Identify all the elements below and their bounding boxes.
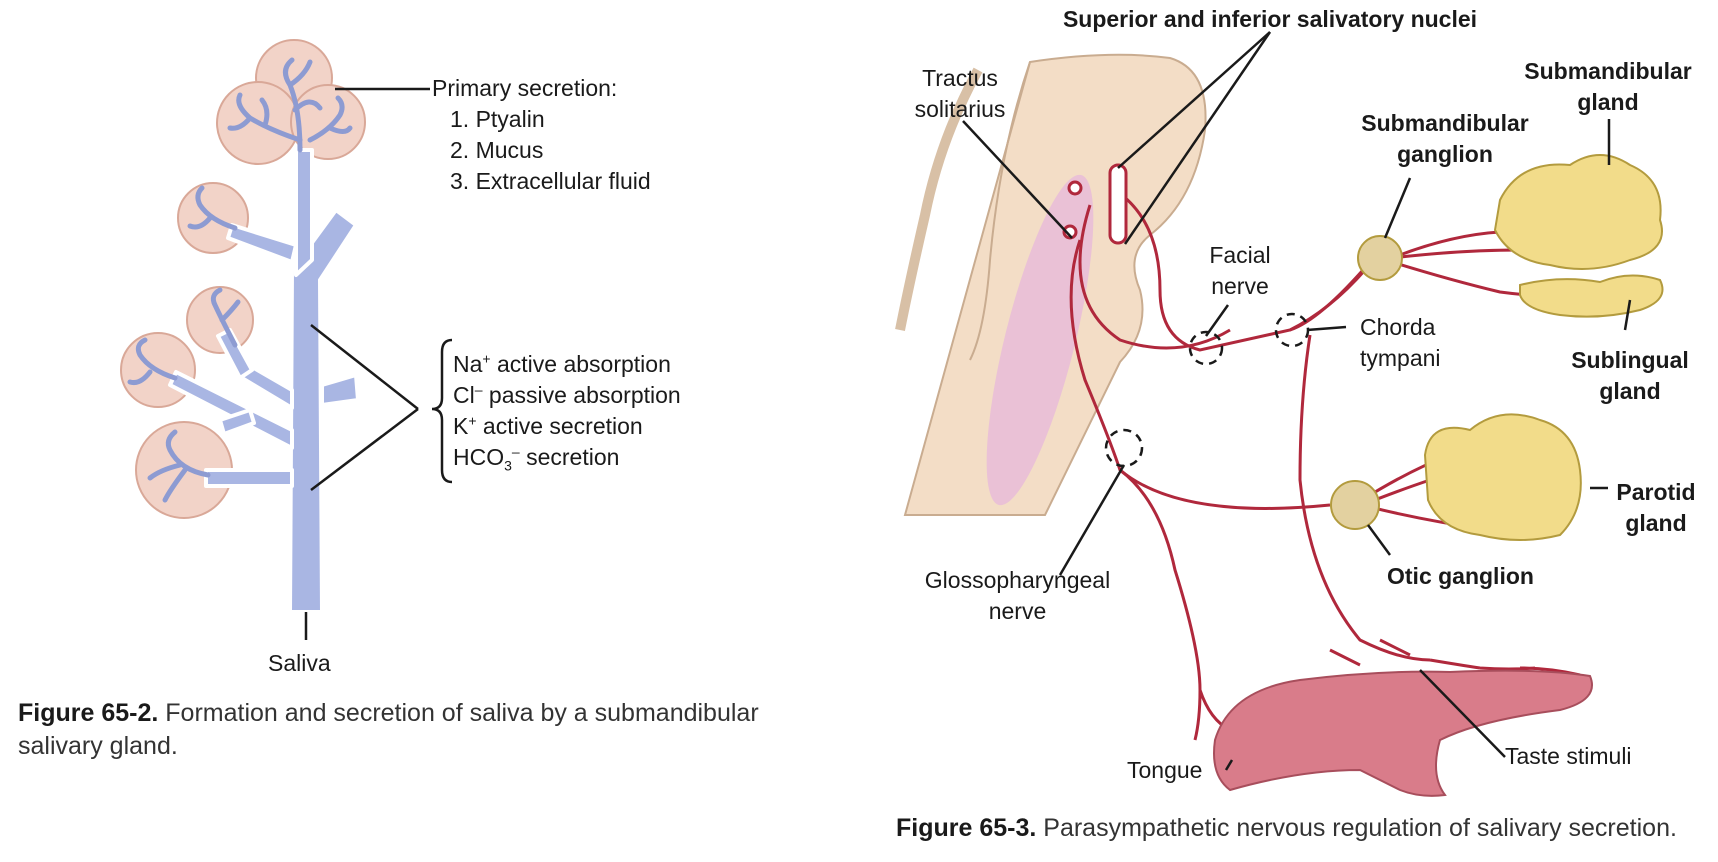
tongue — [1213, 669, 1593, 797]
ion-item-hco3: HCO3– secretion — [453, 443, 620, 474]
otic-ganglion-label: Otic ganglion — [1387, 563, 1534, 589]
primary-secretion-title: Primary secretion: — [432, 75, 618, 101]
fig3-leader-lines — [962, 31, 1632, 771]
parotid-gland — [1423, 413, 1582, 541]
submandibular-gland-label: Submandibular gland — [1524, 58, 1692, 115]
fig2-leader-lines — [304, 87, 430, 640]
ion-item-cl: Cl– passive absorption — [453, 381, 681, 408]
glands — [1423, 154, 1664, 541]
ion-item-k: K+ active secretion — [453, 412, 643, 439]
ganglia — [1330, 235, 1403, 530]
parotid-gland-label: Parotid gland — [1616, 479, 1696, 536]
ion-item-na: Na+ active absorption — [453, 350, 671, 377]
brainstem-edge — [895, 67, 983, 331]
acinar-tubules — [127, 57, 353, 503]
primary-item-3: 3. Extracellular fluid — [450, 168, 651, 194]
facial-nerve-label: Facial nerve — [1209, 242, 1271, 299]
otic-ganglion — [1330, 480, 1380, 530]
submandibular-gland — [1493, 154, 1663, 270]
figure-65-2-caption: Figure 65-2. Formation and secretion of … — [18, 697, 838, 763]
brainstem-fold — [969, 61, 1031, 361]
sublingual-gland — [1519, 274, 1664, 318]
sublingual-gland-label: Sublingual gland — [1571, 347, 1689, 404]
duct-system — [168, 148, 360, 614]
figure-65-3-caption: Figure 65-3. Parasympathetic nervous reg… — [896, 812, 1677, 845]
chorda-label: Chorda tympani — [1360, 314, 1441, 371]
taste-label: Taste stimuli — [1505, 743, 1632, 769]
primary-item-2: 2. Mucus — [450, 137, 544, 163]
nuclei-label: Superior and inferior salivatory nuclei — [1062, 6, 1478, 32]
tractus-label: Tractus solitarius — [914, 65, 1006, 122]
caption-text: Formation and secretion of saliva by a s… — [18, 699, 759, 760]
tongue-label: Tongue — [1127, 757, 1203, 783]
caption-number: Figure 65-2. — [18, 699, 159, 727]
primary-item-1: 1. Ptyalin — [450, 106, 545, 132]
glossopharyngeal-label: Glossopharyngeal nerve — [924, 567, 1111, 624]
salivatory-nucleus-region — [986, 174, 1094, 506]
caption-text: Parasympathetic nervous regulation of sa… — [1036, 814, 1677, 842]
submandibular-ganglion-label: Submandibular ganglion — [1361, 110, 1529, 167]
ion-brace — [431, 338, 453, 484]
submandibular-ganglion — [1357, 235, 1403, 281]
nucleus-neurons — [1062, 163, 1128, 245]
saliva-label: Saliva — [268, 650, 331, 676]
caption-number: Figure 65-3. — [896, 814, 1037, 842]
